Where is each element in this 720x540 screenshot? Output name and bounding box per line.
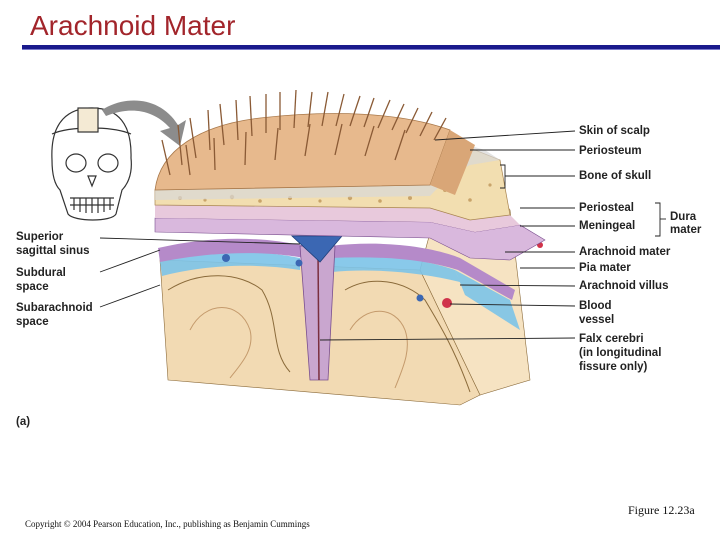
label-subdural-space-2: space — [16, 281, 49, 293]
label-dura-mater-1: Dura — [670, 211, 697, 223]
figure-number: Figure 12.23a — [628, 503, 695, 517]
copyright-notice: Copyright © 2004 Pearson Education, Inc.… — [25, 519, 310, 529]
title-underline — [22, 45, 720, 49]
label-falx-cerebri-1: Falx cerebri — [579, 333, 644, 345]
label-subarachnoid-space-1: Subarachnoid — [16, 302, 93, 314]
label-skin-of-scalp: Skin of scalp — [579, 125, 650, 137]
page-title: Arachnoid Mater — [30, 10, 236, 41]
label-blood-vessel-2: vessel — [579, 314, 615, 326]
label-bone-of-skull: Bone of skull — [579, 170, 652, 182]
scalp-hairs — [161, 89, 447, 176]
label-dura-mater-2: mater — [670, 224, 702, 236]
label-arachnoid-mater: Arachnoid mater — [579, 246, 671, 258]
label-meningeal: Meningeal — [579, 220, 636, 232]
label-pia-mater: Pia mater — [579, 262, 631, 274]
label-arachnoid-villus: Arachnoid villus — [579, 280, 669, 292]
zoom-arrow — [102, 100, 186, 146]
leader-lines — [99, 130, 666, 341]
label-periosteum: Periosteum — [579, 145, 642, 157]
label-superior-sagittal-sinus-2: sagittal sinus — [16, 245, 90, 257]
skull-sketch — [51, 107, 132, 221]
panel-label: (a) — [16, 416, 31, 428]
label-periosteal: Periosteal — [579, 202, 634, 214]
label-subdural-space-1: Subdural — [16, 267, 66, 279]
label-falx-cerebri-3: fissure only) — [579, 361, 648, 373]
label-blood-vessel-1: Blood — [579, 300, 612, 312]
label-falx-cerebri-2: (in longitudinal — [579, 347, 662, 359]
label-subarachnoid-space-2: space — [16, 316, 49, 328]
title-underline-thin — [22, 49, 720, 50]
meninges-block — [154, 89, 546, 406]
label-superior-sagittal-sinus-1: Superior — [16, 231, 64, 243]
